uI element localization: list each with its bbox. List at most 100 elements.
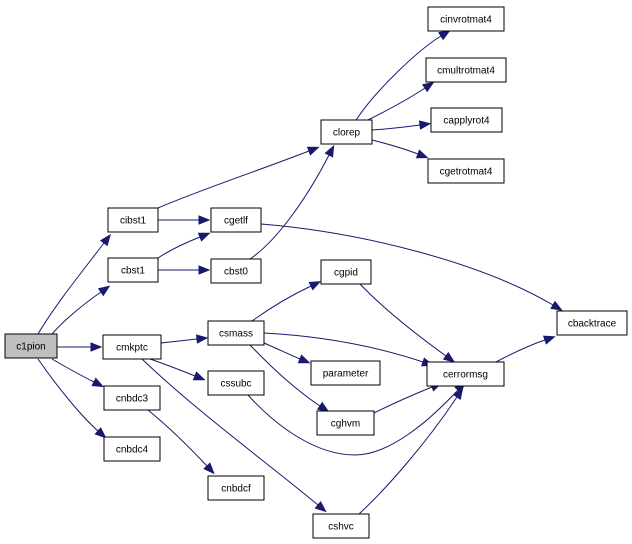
nodes-layer: c1pion cibst1 cbst1 cmkptc cnbdc3 cnbdc4 cgetl… [4, 6, 628, 539]
node-cerrormsg[interactable]: cerrormsg [426, 361, 505, 387]
edge-c1pion-to-cmkptc [57, 342, 103, 352]
node-box [320, 119, 373, 145]
arrowhead-icon [314, 501, 327, 513]
node-clorep[interactable]: clorep [320, 119, 373, 145]
node-cghvm[interactable]: cghvm [316, 410, 375, 436]
edge-cbst1-to-cgetlf [157, 232, 211, 259]
node-cmultrotmat4[interactable]: cmultrotmat4 [425, 57, 507, 83]
node-cnbdc4[interactable]: cnbdc4 [103, 436, 161, 462]
edge-clorep-to-capplyrot4 [371, 120, 432, 131]
edge-clorep-to-cmultrotmat4 [367, 81, 435, 121]
node-label: cgpid [334, 268, 358, 279]
node-label: cnbdcf [221, 484, 251, 495]
node-box [312, 513, 370, 539]
node-label: cibst1 [120, 216, 147, 227]
edge-line [160, 338, 198, 344]
node-label: clorep [333, 128, 361, 139]
node-cbst0[interactable]: cbst0 [210, 258, 262, 284]
edge-line [157, 150, 310, 209]
node-box [210, 207, 262, 233]
node-box [316, 410, 375, 436]
node-label: cerrormsg [443, 370, 488, 381]
node-label: cnbdc3 [116, 394, 149, 405]
node-cbst1[interactable]: cbst1 [107, 257, 159, 283]
edge-line [355, 35, 442, 121]
node-label: cmultrotmat4 [437, 66, 495, 77]
node-parameter[interactable]: parameter [310, 360, 381, 386]
node-box [427, 158, 505, 184]
edge-line [37, 242, 105, 335]
node-cssubc[interactable]: cssubc [207, 370, 265, 396]
node-capplyrot4[interactable]: capplyrot4 [430, 107, 503, 133]
edge-cshvc-to-cerrormsg [358, 387, 464, 515]
node-label: cinvrotmat4 [440, 15, 492, 26]
edge-line [51, 291, 102, 335]
edge-clorep-to-cgetrotmat4 [371, 139, 429, 159]
edge-cmkptc-to-cshvc [141, 358, 327, 513]
node-cmkptc[interactable]: cmkptc [102, 334, 162, 360]
edge-line [358, 396, 458, 515]
node-box [430, 107, 503, 133]
edge-csmass-to-cgpid [251, 281, 322, 322]
node-label: c1pion [16, 342, 45, 353]
node-box [320, 259, 372, 285]
edge-cnbdc3-to-cnbdcf [147, 409, 215, 475]
node-box [310, 360, 381, 386]
node-cibst1[interactable]: cibst1 [107, 207, 159, 233]
edge-c1pion-to-cnbdc3 [51, 358, 105, 388]
node-box [107, 207, 159, 233]
edge-line [367, 87, 426, 121]
node-cbacktrace[interactable]: cbacktrace [556, 310, 628, 336]
node-cshvc[interactable]: cshvc [312, 513, 370, 539]
node-box [210, 258, 262, 284]
edge-cmkptc-to-cssubc [149, 358, 206, 381]
node-label: cshvc [328, 522, 354, 533]
node-label: cbst0 [224, 267, 248, 278]
node-label: cssubc [220, 379, 251, 390]
node-c1pion[interactable]: c1pion [4, 333, 58, 359]
edge-line [359, 283, 447, 357]
edge-line [249, 344, 321, 407]
arrowhead-icon [418, 120, 432, 130]
edge-line [371, 139, 419, 155]
arrowhead-icon [438, 30, 451, 41]
edge-cgetlf-to-cbacktrace [260, 223, 563, 311]
arrowhead-icon [192, 371, 206, 381]
arrowhead-icon [196, 334, 209, 344]
edge-line [37, 358, 99, 432]
edge-cgpid-to-cerrormsg [359, 283, 456, 363]
edge-cibst1-to-clorep [157, 146, 320, 209]
edge-cghvm-to-cerrormsg [373, 382, 443, 414]
node-cinvrotmat4[interactable]: cinvrotmat4 [427, 6, 505, 32]
node-label: cnbdc4 [116, 445, 149, 456]
edge-line [157, 236, 201, 259]
edges-layer [37, 30, 563, 515]
edge-line [251, 285, 312, 322]
arrowhead-icon [316, 401, 330, 413]
node-box [207, 320, 265, 346]
edge-line [371, 124, 421, 131]
arrowhead-icon [198, 215, 211, 225]
edge-clorep-to-cinvrotmat4 [355, 30, 451, 121]
node-box [207, 370, 265, 396]
edge-line [147, 409, 208, 467]
node-box [427, 6, 505, 32]
edge-cbst1-to-cbst0 [158, 265, 211, 275]
node-box [426, 361, 505, 387]
edge-cbst0-to-clorep [249, 144, 335, 260]
node-cnbdc3[interactable]: cnbdc3 [103, 385, 161, 411]
node-box [4, 333, 58, 359]
node-cgetrotmat4[interactable]: cgetrotmat4 [427, 158, 505, 184]
edge-line [495, 339, 546, 363]
edge-cibst1-to-cgetlf [158, 215, 211, 225]
arrowhead-icon [197, 232, 211, 242]
node-csmass[interactable]: csmass [207, 320, 265, 346]
node-cgetlf[interactable]: cgetlf [210, 207, 262, 233]
edge-line [263, 342, 301, 360]
edge-cerrormsg-to-cbacktrace [495, 335, 556, 363]
node-label: capplyrot4 [443, 116, 490, 127]
node-cnbdcf[interactable]: cnbdcf [207, 475, 265, 501]
node-cgpid[interactable]: cgpid [320, 259, 372, 285]
edge-line [141, 358, 319, 506]
